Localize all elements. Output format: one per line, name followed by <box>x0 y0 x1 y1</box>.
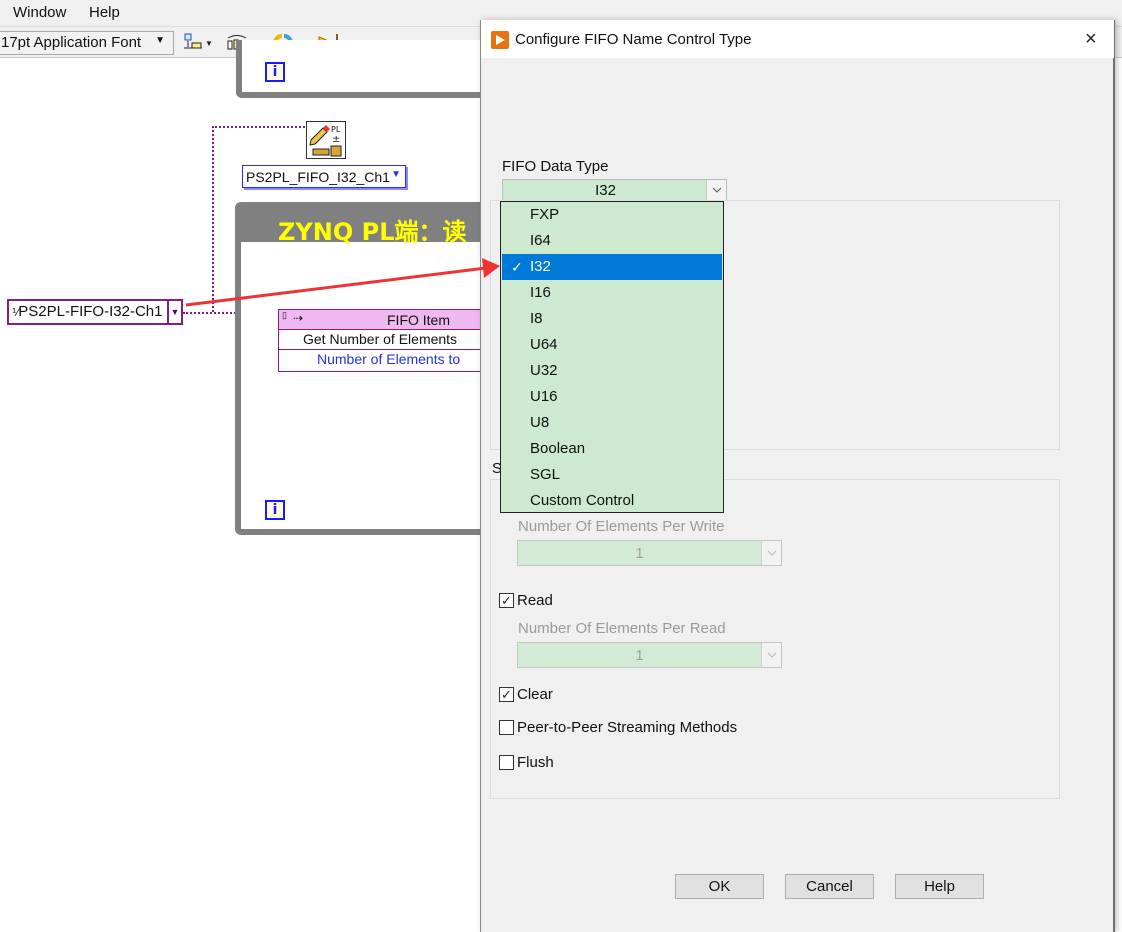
io-name-icon: ⅟ <box>12 306 19 319</box>
clear-checkbox[interactable]: ✓ <box>499 687 514 702</box>
arrow-right-icon: ⇢ <box>293 311 304 325</box>
flush-label: Flush <box>517 754 554 771</box>
dropdown-option-label: I32 <box>530 258 551 275</box>
chevron-down-icon <box>761 643 781 667</box>
dropdown-option[interactable]: FXP <box>530 206 560 223</box>
dialog-title: Configure FIFO Name Control Type <box>515 31 752 48</box>
wire <box>212 126 214 312</box>
write-elements-value: 1 <box>635 545 644 562</box>
read-checkbox[interactable]: ✓ <box>499 593 514 608</box>
property-row[interactable]: Get Number of Elements <box>279 330 487 350</box>
loop-title: ZYNQ PL端：读 <box>278 218 467 246</box>
chevron-down-icon <box>761 541 781 565</box>
dropdown-option[interactable]: SGL <box>530 466 561 483</box>
chevron-down-icon[interactable]: ▼ <box>167 301 181 323</box>
upper-loop-frame <box>236 40 496 98</box>
iteration-terminal: i <box>265 500 285 520</box>
write-elements-label: Number Of Elements Per Write <box>518 518 725 535</box>
read-elements-label: Number Of Elements Per Read <box>518 620 726 637</box>
data-type-group <box>490 200 1060 450</box>
ok-button[interactable]: OK <box>675 874 764 899</box>
iteration-terminal-upper: i <box>265 62 285 82</box>
chevron-down-icon[interactable] <box>706 180 726 200</box>
p2p-label: Peer-to-Peer Streaming Methods <box>517 719 738 736</box>
flush-checkbox[interactable] <box>499 755 514 770</box>
read-elements-value: 1 <box>635 647 644 664</box>
fifo-name-constant[interactable]: PS2PL_FIFO_I32_Ch1 ▼ <box>242 165 406 188</box>
dropdown-option[interactable]: Boolean <box>530 440 586 457</box>
wire <box>212 126 308 128</box>
fifo-name-control-value: PS2PL-FIFO-I32-Ch1 <box>18 303 163 320</box>
property-row[interactable]: Number of Elements to <box>317 351 461 367</box>
help-button[interactable]: Help <box>895 874 984 899</box>
clear-label: Clear <box>517 686 553 703</box>
dropdown-option[interactable]: I16 <box>530 284 551 301</box>
p2p-checkbox[interactable] <box>499 720 514 735</box>
p2p-checkbox-row[interactable]: Peer-to-Peer Streaming Methods <box>499 719 737 736</box>
menu-window[interactable]: Window <box>13 4 67 21</box>
read-label: Read <box>517 592 553 609</box>
data-type-value: I32 <box>595 182 616 199</box>
dropdown-option[interactable]: U32 <box>530 362 558 379</box>
data-type-dropdown-list: FXP I64 ✓ I32 I16 I8 U64 U32 U16 U8 Bool… <box>500 201 724 513</box>
font-select-value: 17pt Application Font <box>1 34 142 51</box>
dropdown-option[interactable]: U64 <box>530 336 558 353</box>
property-node-class: FIFO Item <box>387 312 450 328</box>
checkmark-icon: ✓ <box>511 259 523 275</box>
chevron-down-icon: ▼ <box>391 169 401 180</box>
dialog-titlebar: Configure FIFO Name Control Type × <box>481 20 1114 58</box>
menu-help[interactable]: Help <box>89 4 120 21</box>
read-checkbox-row[interactable]: ✓ Read <box>499 592 553 609</box>
read-elements-combo[interactable]: 1 <box>517 642 782 668</box>
configure-fifo-dialog: Configure FIFO Name Control Type × FIFO … <box>480 20 1115 932</box>
methods-group <box>490 479 1060 799</box>
cancel-button[interactable]: Cancel <box>785 874 874 899</box>
clear-checkbox-row[interactable]: ✓ Clear <box>499 686 553 703</box>
align-objects-icon[interactable]: ▼ <box>183 32 213 54</box>
flush-checkbox-row[interactable]: Flush <box>499 754 554 771</box>
reference-icon: ▯ <box>282 310 287 320</box>
dropdown-option[interactable]: I64 <box>530 232 551 249</box>
close-icon[interactable]: × <box>1085 28 1097 50</box>
data-type-combo[interactable]: I32 <box>502 179 727 201</box>
dropdown-option[interactable]: Custom Control <box>530 492 635 509</box>
app-icon <box>491 31 509 49</box>
data-type-label: FIFO Data Type <box>502 158 609 175</box>
dropdown-option[interactable]: U16 <box>530 388 558 405</box>
svg-text:±: ± <box>332 134 340 145</box>
fifo-write-node-icon[interactable]: PL ± <box>306 121 346 159</box>
write-elements-combo[interactable]: 1 <box>517 540 782 566</box>
section-label: S <box>492 460 503 477</box>
wire <box>183 312 279 314</box>
chevron-down-icon: ▼ <box>155 35 165 46</box>
property-node[interactable]: ▯ ⇢ FIFO Item Get Number of Elements Num… <box>278 309 488 372</box>
fifo-name-constant-label: PS2PL_FIFO_I32_Ch1 <box>246 169 390 185</box>
font-select[interactable]: 17pt Application Font ▼ <box>0 31 174 55</box>
property-node-header: ▯ ⇢ FIFO Item <box>279 310 487 330</box>
dropdown-option[interactable]: I8 <box>530 310 543 327</box>
fifo-name-control[interactable]: ⅟PS2PL-FIFO-I32-Ch1 ▼ <box>7 299 183 325</box>
svg-text:PL: PL <box>331 125 341 134</box>
dropdown-option[interactable]: U8 <box>530 414 550 431</box>
dropdown-option-selected[interactable]: ✓ I32 <box>502 254 722 280</box>
